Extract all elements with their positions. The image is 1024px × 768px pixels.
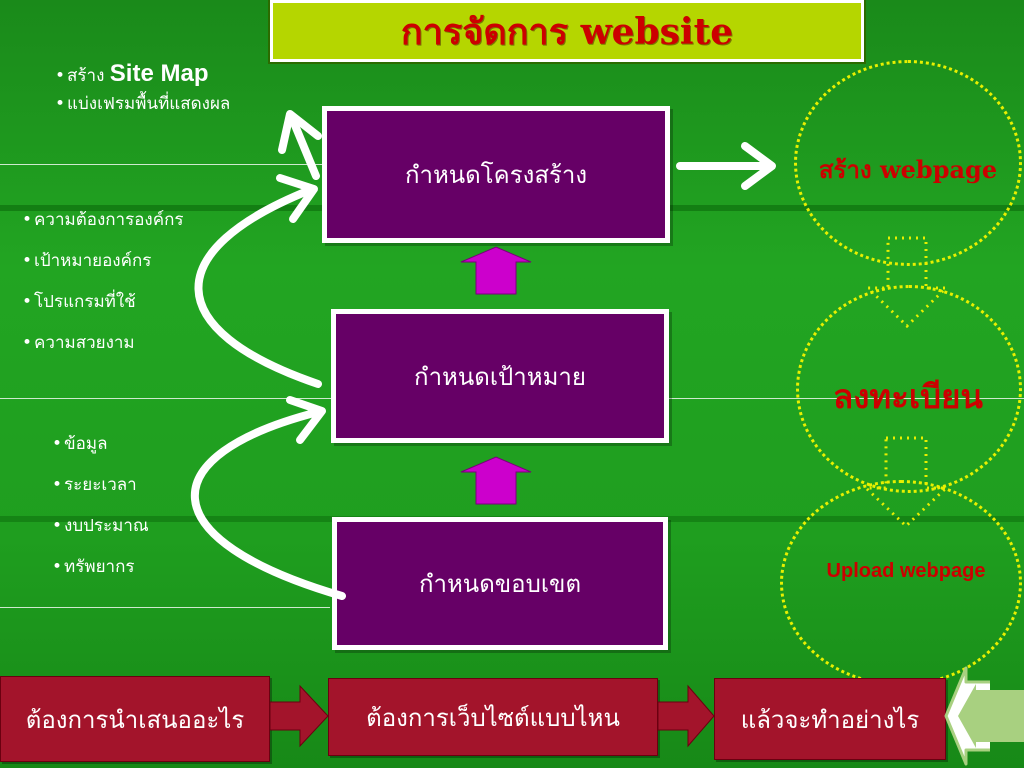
arrow-head-icon — [276, 174, 318, 223]
flow-step-1-label: ต้องการนำเสนออะไร — [25, 705, 245, 734]
flow-step-2-label: ต้องการเว็บไซต์แบบไหน — [366, 703, 620, 732]
flow-step-3[interactable]: แล้วจะทำอย่างไร — [714, 678, 946, 760]
flow-arrow-icon — [269, 684, 329, 748]
flow-step-1[interactable]: ต้องการนำเสนออะไร — [0, 676, 270, 762]
bullet-item: งบประมาณ — [52, 518, 149, 559]
flow-arrow-icon — [657, 684, 715, 748]
arrow-head-icon — [286, 396, 326, 444]
create-webpage-label: สร้าง webpage — [818, 155, 998, 184]
flow-step-3-label: แล้วจะทำอย่างไร — [740, 705, 920, 734]
up-arrow-icon — [460, 246, 532, 295]
goal-box-label: กำหนดเป้าหมาย — [414, 362, 586, 391]
upload-webpage-label: Upload webpage — [826, 560, 986, 582]
bullet-item: ทรัพยากร — [52, 559, 149, 600]
bullet-item: เป้าหมายองค์กร — [22, 253, 184, 294]
slide-title: การจัดการ website — [400, 10, 734, 53]
bullets-middle: ความต้องการองค์กร เป้าหมายองค์กร โปรแกรม… — [22, 212, 184, 376]
bullets-bottom: ข้อมูล ระยะเวลา งบประมาณ ทรัพยากร — [52, 436, 149, 600]
arrow-head-icon — [741, 142, 776, 190]
bullet-item: สร้าง Site Map — [55, 62, 230, 96]
up-left-arrow-icon — [288, 114, 320, 180]
create-webpage-circle — [794, 60, 1022, 266]
bullet-item: ความสวยงาม — [22, 335, 184, 376]
bullet-item: แบ่งเฟรมพื้นที่แสดงผล — [55, 96, 230, 130]
bullet-item: ความต้องการองค์กร — [22, 212, 184, 253]
bullet-item: โปรแกรมที่ใช้ — [22, 294, 184, 335]
structure-box[interactable]: กำหนดโครงสร้าง — [322, 106, 670, 243]
back-button[interactable] — [944, 668, 1024, 764]
arrow-head-icon — [278, 110, 322, 154]
up-arrow-icon — [460, 456, 532, 505]
down-arrow-icon — [864, 236, 950, 329]
scope-box-label: กำหนดขอบเขต — [418, 570, 582, 598]
down-arrow-icon — [862, 436, 950, 529]
curved-arrow-icon — [191, 408, 346, 600]
register-label: ลงทะเบียน — [833, 377, 983, 416]
structure-box-label: กำหนดโครงสร้าง — [404, 161, 588, 189]
bullets-top: สร้าง Site Map แบ่งเฟรมพื้นที่แสดงผล — [55, 62, 230, 130]
flow-step-2[interactable]: ต้องการเว็บไซต์แบบไหน — [328, 678, 658, 756]
scope-box[interactable]: กำหนดขอบเขต — [332, 517, 668, 650]
back-nav-fill — [958, 684, 1024, 748]
bullet-item: ระยะเวลา — [52, 477, 149, 518]
title-box: การจัดการ website — [268, 0, 866, 64]
goal-box[interactable]: กำหนดเป้าหมาย — [331, 309, 669, 443]
curved-arrow-icon — [194, 186, 322, 388]
bullet-item: ข้อมูล — [52, 436, 149, 477]
